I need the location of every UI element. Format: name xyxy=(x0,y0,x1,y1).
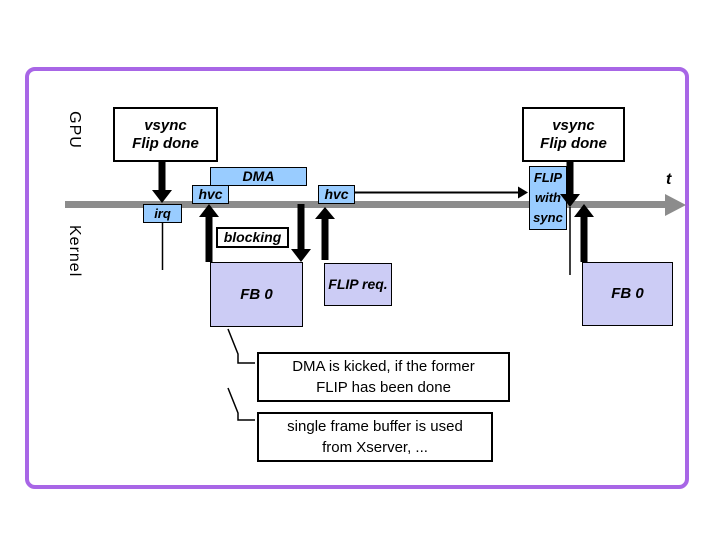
dma-box: DMA xyxy=(210,167,307,186)
note-2-line1: single frame buffer is used xyxy=(287,418,463,435)
flip-sync-line1: FLIP xyxy=(533,170,563,185)
vsync-flip-done-box-2: vsync Flip done xyxy=(522,107,625,162)
vsync-flip-done-box-1: vsync Flip done xyxy=(113,107,218,162)
vsync-box-1-line1: vsync xyxy=(144,116,187,134)
vsync-box-2-line2: Flip done xyxy=(540,134,607,152)
note-1-line1: DMA is kicked, if the former xyxy=(292,358,475,375)
blocking-box: blocking xyxy=(216,227,289,248)
irq-box: irq xyxy=(143,204,182,223)
flip-req-box: FLIP req. xyxy=(324,263,392,306)
gpu-lane-label: GPU xyxy=(66,111,83,149)
time-axis-label: t xyxy=(666,171,672,188)
fb0-box-right: FB 0 xyxy=(582,262,673,326)
flip-with-sync-box: FLIP with sync xyxy=(529,166,567,230)
note-single-framebuffer: single frame buffer is used from Xserver… xyxy=(257,412,493,462)
flip-sync-line2: with xyxy=(535,190,561,205)
hvc-box-2: hvc xyxy=(318,185,355,204)
kernel-lane-label: Kernel xyxy=(66,225,83,278)
time-axis xyxy=(65,201,667,208)
note-1-line2: FLIP has been done xyxy=(316,379,451,396)
note-2-line2: from Xserver, ... xyxy=(322,439,428,456)
vsync-box-2-line1: vsync xyxy=(552,116,595,134)
note-dma-kicked: DMA is kicked, if the former FLIP has be… xyxy=(257,352,510,402)
fb0-box-left: FB 0 xyxy=(210,262,303,327)
flip-sync-line3: sync xyxy=(533,210,563,225)
hvc-box-1: hvc xyxy=(192,185,229,204)
vsync-box-1-line2: Flip done xyxy=(132,134,199,152)
time-axis-arrow-icon xyxy=(665,194,686,216)
